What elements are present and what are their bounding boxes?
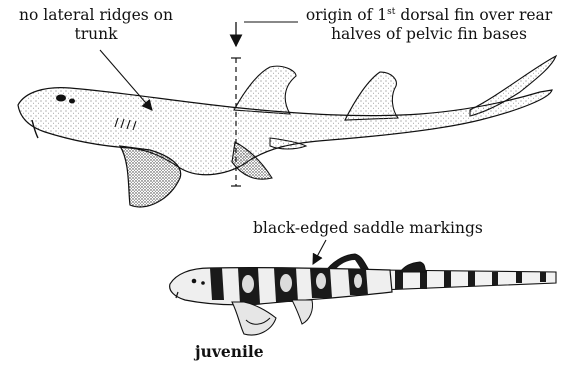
adult-spiracle [69,99,75,104]
dorsal-fin-origin-line-2: halves of pelvic fin bases [303,25,555,44]
adult-second-dorsal-fin [345,72,398,120]
lateral-ridges-line-2: trunk [8,25,184,44]
dorsal-fin-origin-line-1: origin of 1st dorsal fin over rear [303,6,555,25]
saddle-markings-annotation: black-edged saddle markings [253,219,483,238]
juvenile-eye [192,279,197,284]
dorsal-fin-origin-annotation: origin of 1st dorsal fin over rear halve… [303,6,555,44]
adult-eye [56,95,66,102]
juvenile-pelvic-fin [292,300,313,324]
saddle-leader-line [313,240,326,264]
origin-suffix: dorsal fin over rear [395,6,552,24]
lateral-ridges-annotation: no lateral ridges on trunk [8,6,184,44]
juvenile-caption: juvenile [195,342,264,361]
origin-prefix: origin of 1 [306,6,387,24]
juvenile-shark [170,254,556,335]
adult-shark [18,56,556,207]
adult-first-dorsal-fin [234,66,296,114]
lateral-ridges-line-1: no lateral ridges on [8,6,184,25]
juvenile-second-dorsal-fin [400,262,426,272]
